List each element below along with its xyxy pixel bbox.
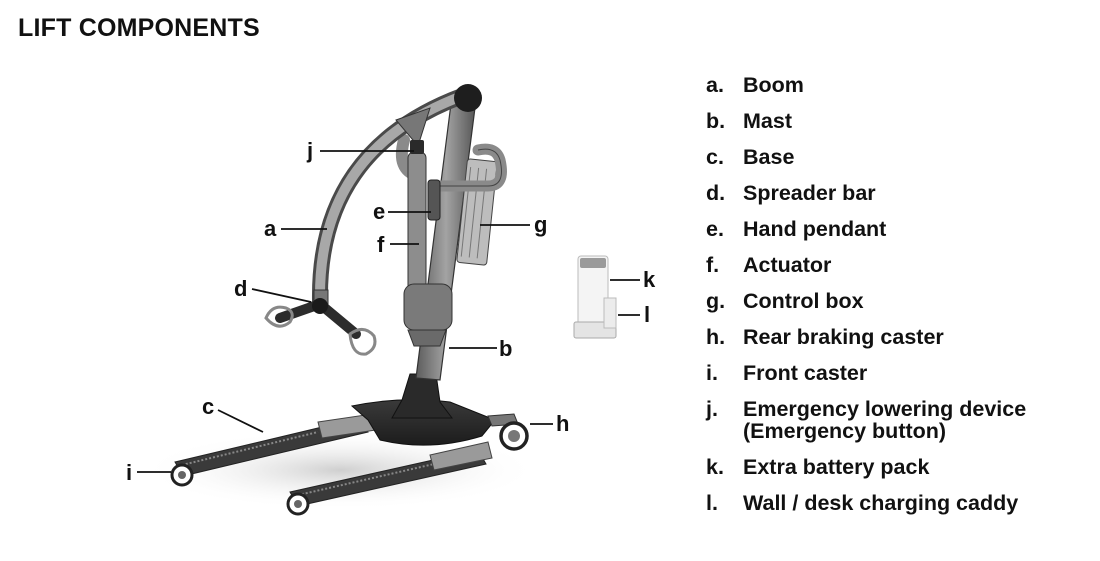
- callout-l: l: [644, 302, 650, 327]
- legend-item-control-box: g. Control box: [706, 290, 1096, 312]
- hand-pendant: [427, 179, 441, 221]
- legend-item-base: c. Base: [706, 146, 1096, 168]
- component-legend: a. Boom b. Mast c. Base d. Spreader bar …: [706, 74, 1096, 528]
- legend-item-mast: b. Mast: [706, 110, 1096, 132]
- callout-a: a: [264, 216, 277, 241]
- legend-label: Base: [743, 145, 795, 169]
- callout-k: k: [643, 267, 656, 292]
- legend-item-emergency-lowering-device: j. Emergency lowering device (Emergency …: [706, 398, 1096, 442]
- legend-letter: l.: [706, 491, 718, 515]
- legend-letter: c.: [706, 145, 724, 169]
- legend-item-spreader-bar: d. Spreader bar: [706, 182, 1096, 204]
- legend-label: Mast: [743, 109, 792, 133]
- callout-b: b: [499, 336, 512, 361]
- legend-letter: a.: [706, 73, 724, 97]
- front-caster-left: [170, 463, 194, 487]
- spreader-bar: [264, 289, 377, 356]
- charging-caddy: [573, 297, 617, 339]
- legend-letter: e.: [706, 217, 724, 241]
- legend-item-rear-braking-caster: h. Rear braking caster: [706, 326, 1096, 348]
- legend-label-line2: (Emergency button): [743, 419, 947, 443]
- callout-g: g: [534, 212, 547, 237]
- base: [174, 399, 519, 507]
- extra-battery-pack: [577, 255, 609, 329]
- legend-letter: b.: [706, 109, 726, 133]
- legend-label: Actuator: [743, 253, 832, 277]
- legend-item-hand-pendant: e. Hand pendant: [706, 218, 1096, 240]
- legend-label: Boom: [743, 73, 804, 97]
- callout-j: j: [306, 138, 313, 163]
- legend-label: Extra battery pack: [743, 455, 930, 479]
- legend-letter: j.: [706, 397, 718, 421]
- actuator: [395, 134, 453, 347]
- legend-label: Rear braking caster: [743, 325, 944, 349]
- legend-label-line1: Emergency lowering device: [743, 397, 1027, 421]
- front-caster-right: [286, 492, 310, 516]
- legend-item-boom: a. Boom: [706, 74, 1096, 96]
- legend-item-front-caster: i. Front caster: [706, 362, 1096, 384]
- legend-label: Hand pendant: [743, 217, 887, 241]
- legend-letter: f.: [706, 253, 720, 277]
- legend-label: Spreader bar: [743, 181, 876, 205]
- legend-label: Front caster: [743, 361, 868, 385]
- legend-item-charging-caddy: l. Wall / desk charging caddy: [706, 492, 1096, 514]
- legend-letter: i.: [706, 361, 718, 385]
- page-title: LIFT COMPONENTS: [18, 14, 260, 42]
- mast-pedestal: [391, 373, 453, 419]
- legend-letter: g.: [706, 289, 726, 313]
- callout-lines: [137, 150, 640, 473]
- legend-label: Control box: [743, 289, 864, 313]
- legend-label: Emergency lowering device (Emergency but…: [743, 398, 1096, 442]
- callout-d: d: [234, 276, 247, 301]
- rear-braking-caster: [499, 421, 529, 451]
- callout-h: h: [556, 411, 569, 436]
- legend-letter: d.: [706, 181, 726, 205]
- callout-f: f: [377, 232, 385, 257]
- lift-diagram: a b c d e f g h i j k l: [126, 84, 656, 516]
- callout-e: e: [373, 199, 385, 224]
- boom-pivot: [454, 84, 482, 112]
- legend-item-extra-battery-pack: k. Extra battery pack: [706, 456, 1096, 478]
- legend-letter: h.: [706, 325, 726, 349]
- callout-c: c: [202, 394, 214, 419]
- legend-letter: k.: [706, 455, 724, 479]
- legend-item-actuator: f. Actuator: [706, 254, 1096, 276]
- callout-i: i: [126, 460, 132, 485]
- legend-label: Wall / desk charging caddy: [743, 491, 1019, 515]
